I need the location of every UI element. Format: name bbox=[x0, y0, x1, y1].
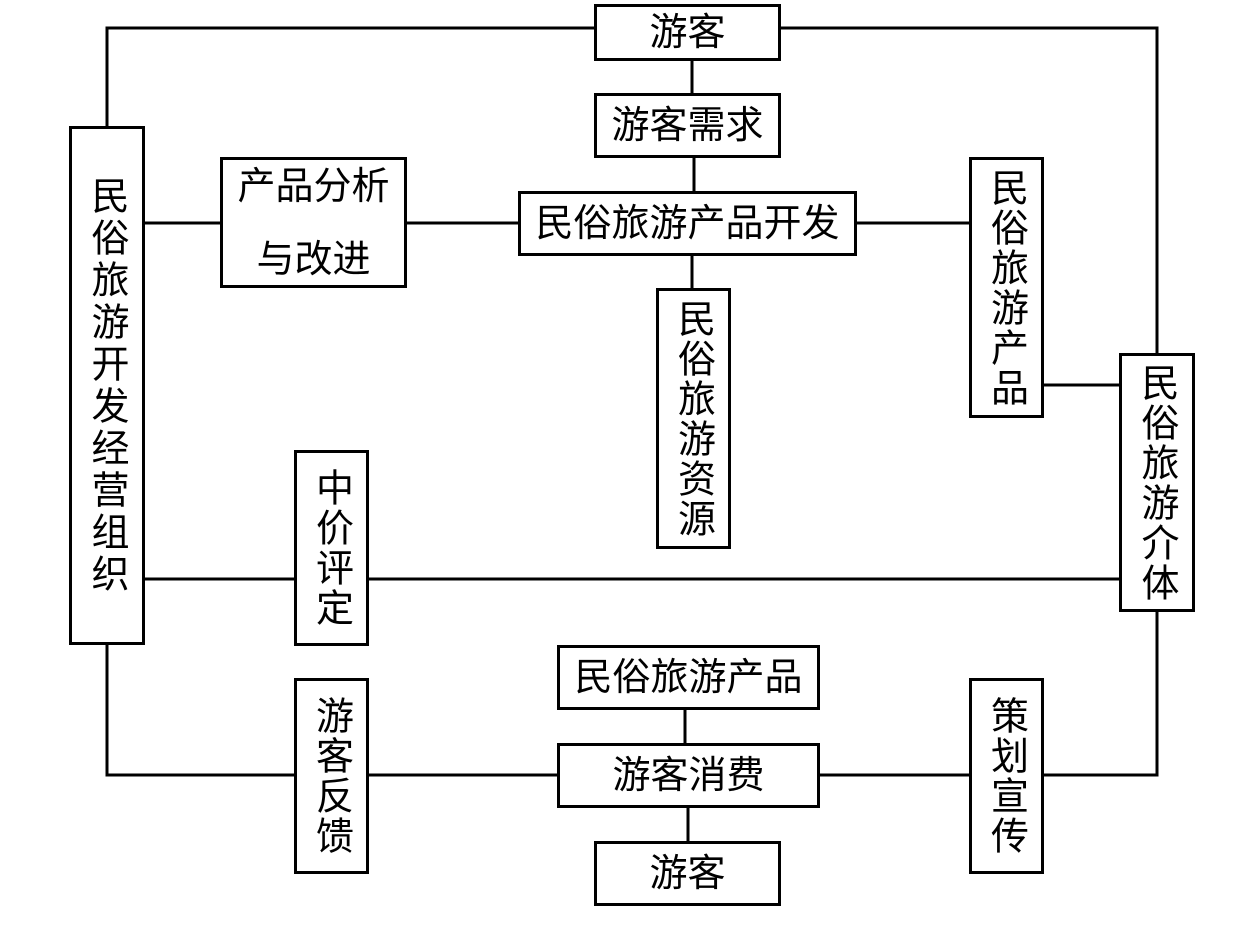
node-feedback: 游客反馈 bbox=[294, 678, 369, 874]
node-label: 产品分析与改进 bbox=[237, 164, 390, 281]
node-tourist-bottom: 游客 bbox=[594, 841, 781, 906]
line-org-to-feedback bbox=[105, 645, 294, 777]
node-product-bottom: 民俗旅游产品 bbox=[557, 645, 820, 710]
node-label: 民俗旅游产品 bbox=[984, 167, 1029, 408]
node-consumption: 游客消费 bbox=[557, 743, 820, 808]
node-label: 中价评定 bbox=[309, 468, 354, 628]
node-label: 策划宣传 bbox=[984, 696, 1029, 856]
node-label: 民俗旅游产品 bbox=[574, 654, 803, 699]
node-medium: 民俗旅游介体 bbox=[1119, 353, 1195, 612]
line-org-to-tourist-top bbox=[105, 26, 594, 126]
node-label: 游客 bbox=[649, 9, 726, 54]
node-label: 游客需求 bbox=[611, 102, 764, 147]
node-label: 民俗旅游开发经营组织 bbox=[85, 175, 129, 596]
node-label: 民俗旅游资源 bbox=[671, 298, 716, 539]
node-label: 民俗旅游介体 bbox=[1135, 362, 1179, 603]
node-product-right: 民俗旅游产品 bbox=[969, 157, 1044, 418]
node-label: 民俗旅游产品开发 bbox=[535, 200, 840, 245]
node-label: 游客 bbox=[649, 850, 726, 895]
node-promotion: 策划宣传 bbox=[969, 678, 1044, 874]
node-resources: 民俗旅游资源 bbox=[656, 288, 731, 549]
node-product-development: 民俗旅游产品开发 bbox=[518, 191, 857, 256]
node-label: 游客反馈 bbox=[309, 696, 354, 856]
node-tourist-top: 游客 bbox=[594, 4, 781, 61]
line-promotion-to-medium bbox=[1044, 612, 1159, 777]
line-tourist-top-to-medium bbox=[781, 26, 1159, 353]
node-product-analysis: 产品分析与改进 bbox=[220, 157, 407, 288]
node-org: 民俗旅游开发经营组织 bbox=[69, 126, 145, 645]
node-label: 游客消费 bbox=[612, 752, 765, 797]
node-tourist-demand: 游客需求 bbox=[594, 93, 781, 158]
node-evaluation: 中价评定 bbox=[294, 450, 369, 646]
